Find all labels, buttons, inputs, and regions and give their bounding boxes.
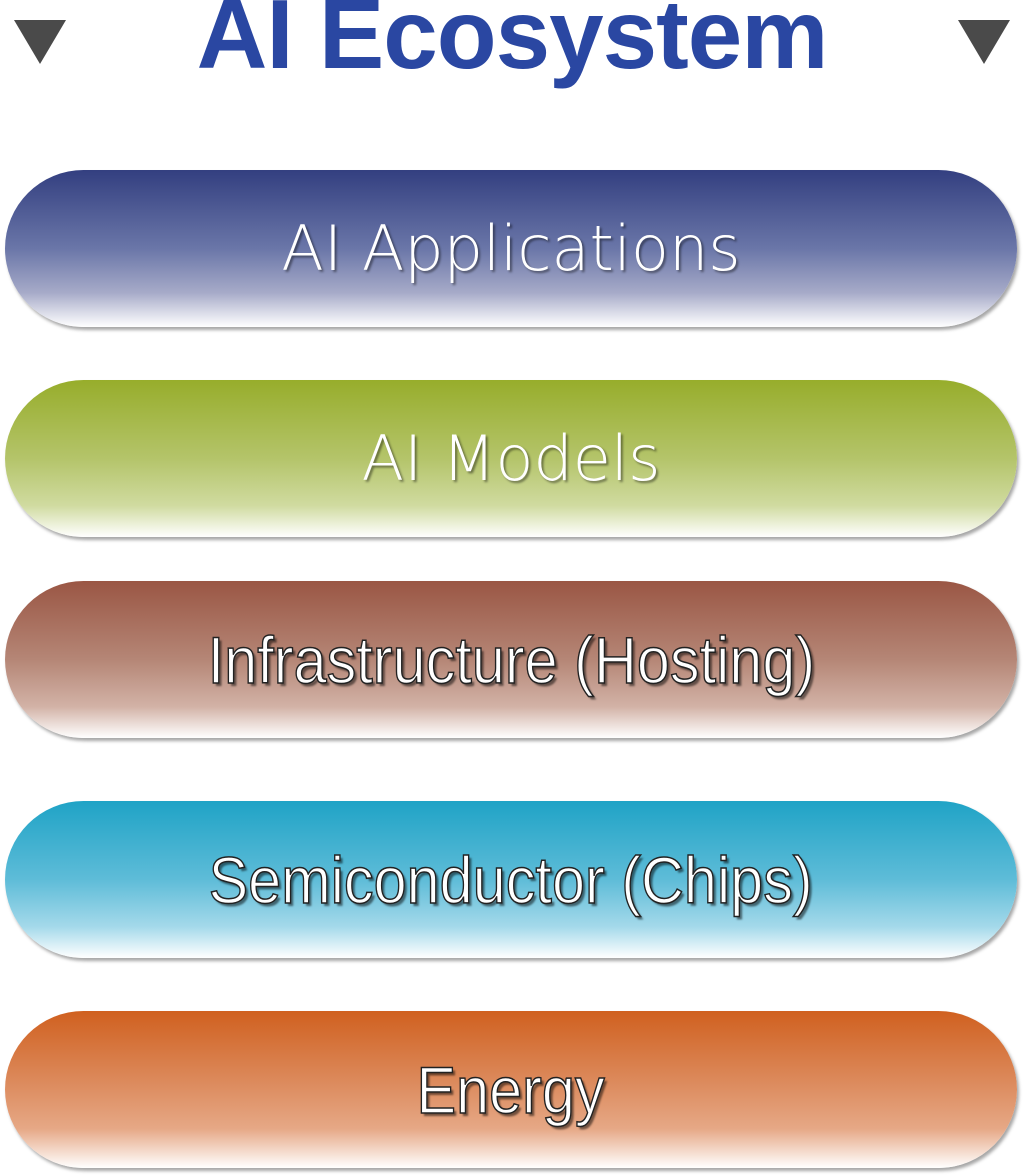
triangle-down-icon-right bbox=[958, 20, 1010, 64]
layer-energy: Energy bbox=[5, 1011, 1017, 1168]
layer-label: Infrastructure (Hosting) bbox=[207, 622, 816, 698]
triangle-down-icon-left bbox=[14, 20, 66, 64]
layer-infrastructure: Infrastructure (Hosting) bbox=[5, 581, 1017, 738]
diagram-title: AI Ecosystem bbox=[196, 0, 829, 89]
layer-ai-applications: AI Applications bbox=[5, 170, 1017, 327]
layer-label: AI Applications bbox=[281, 212, 741, 285]
layer-label: AI Models bbox=[361, 422, 661, 495]
layer-semiconductor: Semiconductor (Chips) bbox=[5, 801, 1017, 958]
layer-label: Energy bbox=[416, 1052, 606, 1128]
layer-label: Semiconductor (Chips) bbox=[208, 842, 814, 918]
layer-ai-models: AI Models bbox=[5, 380, 1017, 537]
